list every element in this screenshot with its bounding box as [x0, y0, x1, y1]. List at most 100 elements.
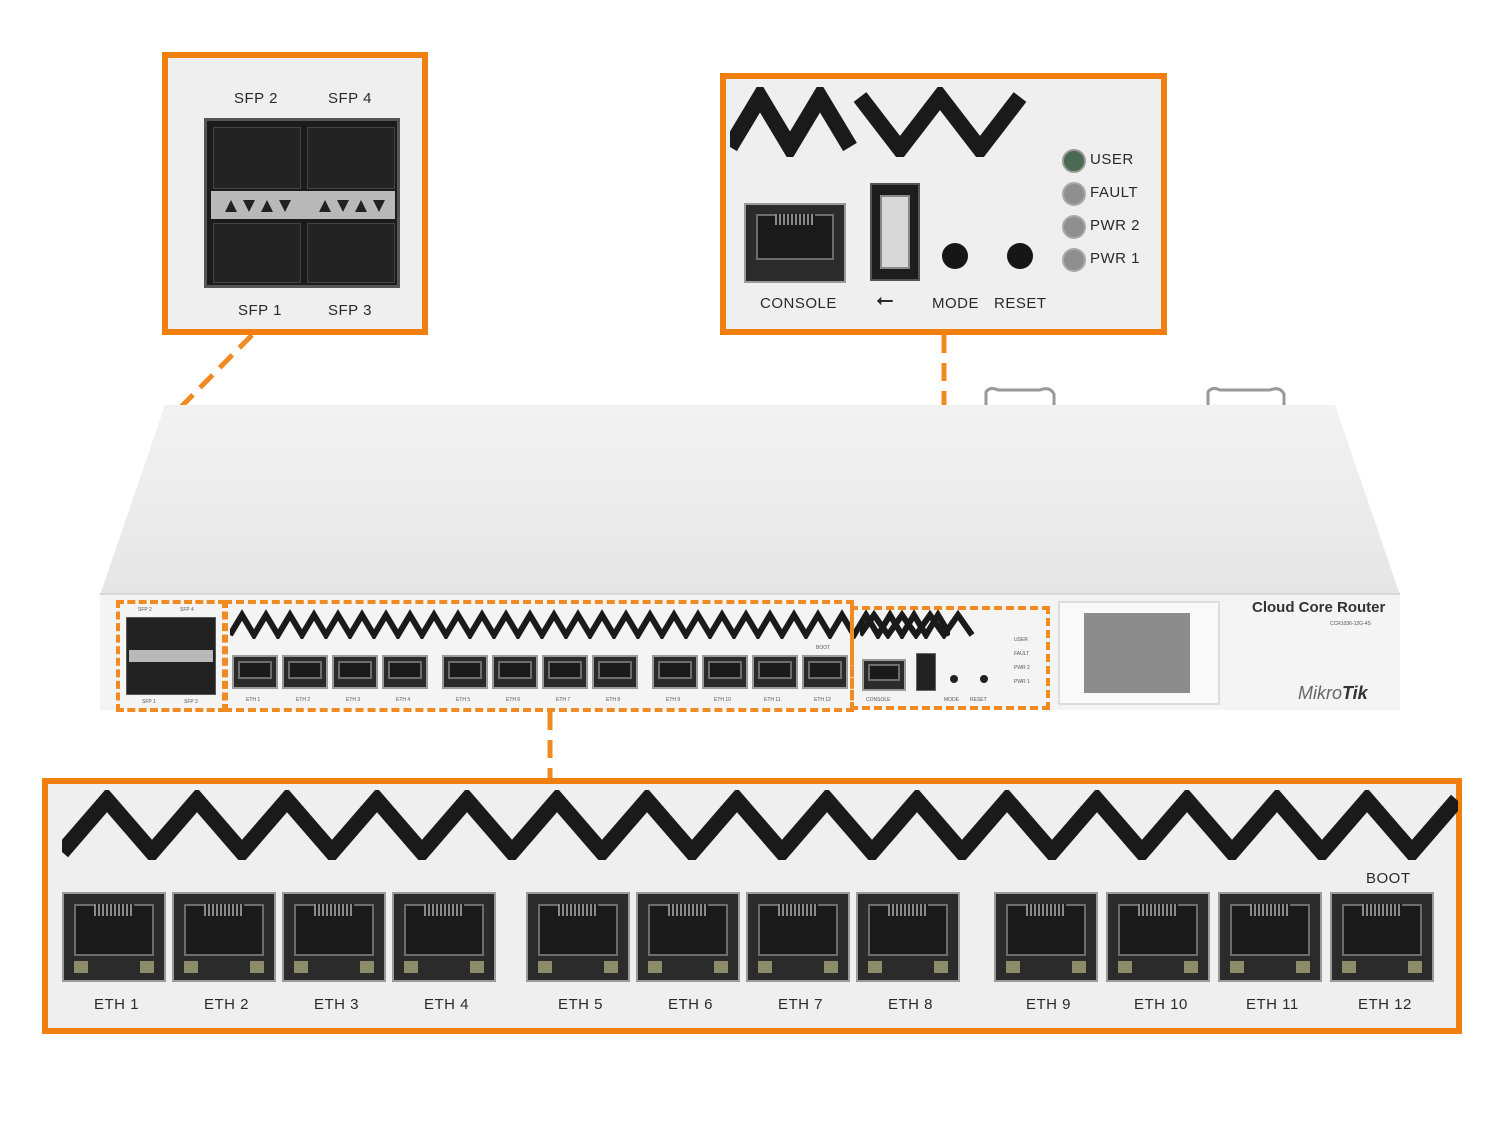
eth-port-mini[interactable] [442, 655, 488, 689]
eth-port-mini[interactable] [382, 655, 428, 689]
led-label-mini: USER [1014, 637, 1028, 643]
led-label: PWR 1 [1090, 250, 1141, 267]
eth-label-mini: ETH 10 [714, 697, 731, 703]
sfp-latch-bar [211, 191, 395, 219]
eth-port[interactable] [62, 892, 166, 982]
eth-label: ETH 2 [204, 996, 250, 1013]
led-label: PWR 2 [1090, 217, 1141, 234]
chevron-pattern-mini [860, 609, 975, 639]
eth-label-mini: ETH 1 [246, 697, 261, 703]
eth-port-mini[interactable] [702, 655, 748, 689]
reset-button-mini[interactable] [980, 675, 988, 683]
mode-button[interactable] [942, 243, 968, 269]
chevron-pattern [62, 790, 1458, 860]
boot-label: BOOT [816, 645, 831, 651]
eth-port[interactable] [282, 892, 386, 982]
eth-port-mini[interactable] [492, 655, 538, 689]
eth-port[interactable] [1218, 892, 1322, 982]
sfp-port[interactable] [307, 127, 395, 189]
lcd-screen[interactable] [1084, 613, 1190, 693]
led-label: USER [1090, 151, 1134, 168]
sfp-port[interactable] [213, 223, 301, 283]
eth-highlight [224, 600, 854, 712]
eth-port[interactable] [392, 892, 496, 982]
lcd-bezel [1058, 601, 1220, 705]
boot-label: BOOT [1366, 870, 1411, 887]
usb-port[interactable] [870, 183, 920, 281]
fault-led [1062, 182, 1086, 206]
eth-label: ETH 1 [94, 996, 140, 1013]
eth-port-mini[interactable] [232, 655, 278, 689]
brand-logo: MikroTik [1298, 683, 1368, 704]
eth-port-mini[interactable] [802, 655, 848, 689]
sfp-highlight [116, 600, 226, 712]
sfp-inset: SFP 2 SFP 4 SFP 1 SFP 3 [162, 52, 428, 335]
eth-port-mini[interactable] [542, 655, 588, 689]
reset-label: RESET [994, 295, 1047, 312]
sfp-cage [204, 118, 400, 288]
eth-port-mini[interactable] [592, 655, 638, 689]
led-label-mini: FAULT [1014, 651, 1030, 657]
mode-label-mini: MODE [944, 697, 959, 703]
sfp-inset-label: SFP 1 [238, 302, 282, 319]
eth-label: ETH 9 [1026, 996, 1072, 1013]
eth-port[interactable] [636, 892, 740, 982]
eth-port[interactable] [746, 892, 850, 982]
eth-label: ETH 6 [668, 996, 714, 1013]
router-model: CCR1036-12G-4S [1330, 621, 1371, 627]
reset-button[interactable] [1007, 243, 1033, 269]
console-port-mini[interactable] [862, 659, 906, 691]
eth-port-mini[interactable] [332, 655, 378, 689]
console-inset: CONSOLE ⭠ MODE RESET USER FAULT PWR 2 PW… [720, 73, 1167, 335]
usb-icon: ⭠ [876, 287, 895, 312]
eth-label: ETH 8 [888, 996, 934, 1013]
eth-port[interactable] [526, 892, 630, 982]
led-label: FAULT [1090, 184, 1139, 201]
eth-port[interactable] [1330, 892, 1434, 982]
sfp-label: SFP 2 [138, 607, 152, 613]
console-label-mini: CONSOLE [866, 697, 891, 703]
sfp-cage-mini[interactable] [126, 617, 216, 695]
router-top [100, 405, 1400, 595]
eth-label: ETH 4 [424, 996, 470, 1013]
eth-label-mini: ETH 9 [666, 697, 681, 703]
sfp-port[interactable] [307, 223, 395, 283]
eth-inset: BOOT ETH 1 ETH 2 ETH 3 ETH 4 ETH 5 ETH 6… [42, 778, 1462, 1034]
eth-port[interactable] [994, 892, 1098, 982]
eth-label-mini: ETH 8 [606, 697, 621, 703]
eth-label: ETH 3 [314, 996, 360, 1013]
triangle-icons [225, 200, 385, 212]
eth-port-mini[interactable] [282, 655, 328, 689]
eth-port-mini[interactable] [752, 655, 798, 689]
eth-port-mini[interactable] [652, 655, 698, 689]
eth-port[interactable] [172, 892, 276, 982]
mode-button-mini[interactable] [950, 675, 958, 683]
router-title: Cloud Core Router [1252, 599, 1386, 616]
eth-port[interactable] [1106, 892, 1210, 982]
sfp-inset-label: SFP 2 [234, 90, 278, 107]
sfp-port[interactable] [213, 127, 301, 189]
reset-label-mini: RESET [970, 697, 987, 703]
sfp-inset-label: SFP 4 [328, 90, 372, 107]
eth-label-mini: ETH 7 [556, 697, 571, 703]
usb-port-mini[interactable] [916, 653, 936, 691]
console-port[interactable] [744, 203, 846, 283]
eth-label-mini: ETH 6 [506, 697, 521, 703]
eth-port[interactable] [856, 892, 960, 982]
mode-label: MODE [932, 295, 979, 312]
eth-label-mini: ETH 12 [814, 697, 831, 703]
sfp-label: SFP 3 [184, 699, 198, 705]
sfp-label: SFP 1 [142, 699, 156, 705]
pwr2-led [1062, 215, 1086, 239]
eth-label-mini: ETH 11 [764, 697, 781, 703]
console-highlight [850, 606, 1050, 710]
eth-label-mini: ETH 3 [346, 697, 361, 703]
led-label-mini: PWR 1 [1014, 679, 1030, 685]
console-label: CONSOLE [760, 295, 837, 312]
eth-label-mini: ETH 2 [296, 697, 311, 703]
eth-label: ETH 5 [558, 996, 604, 1013]
rack-ears [984, 386, 1286, 408]
eth-label-mini: ETH 4 [396, 697, 411, 703]
eth-label: ETH 11 [1246, 996, 1299, 1013]
eth-label-mini: ETH 5 [456, 697, 471, 703]
